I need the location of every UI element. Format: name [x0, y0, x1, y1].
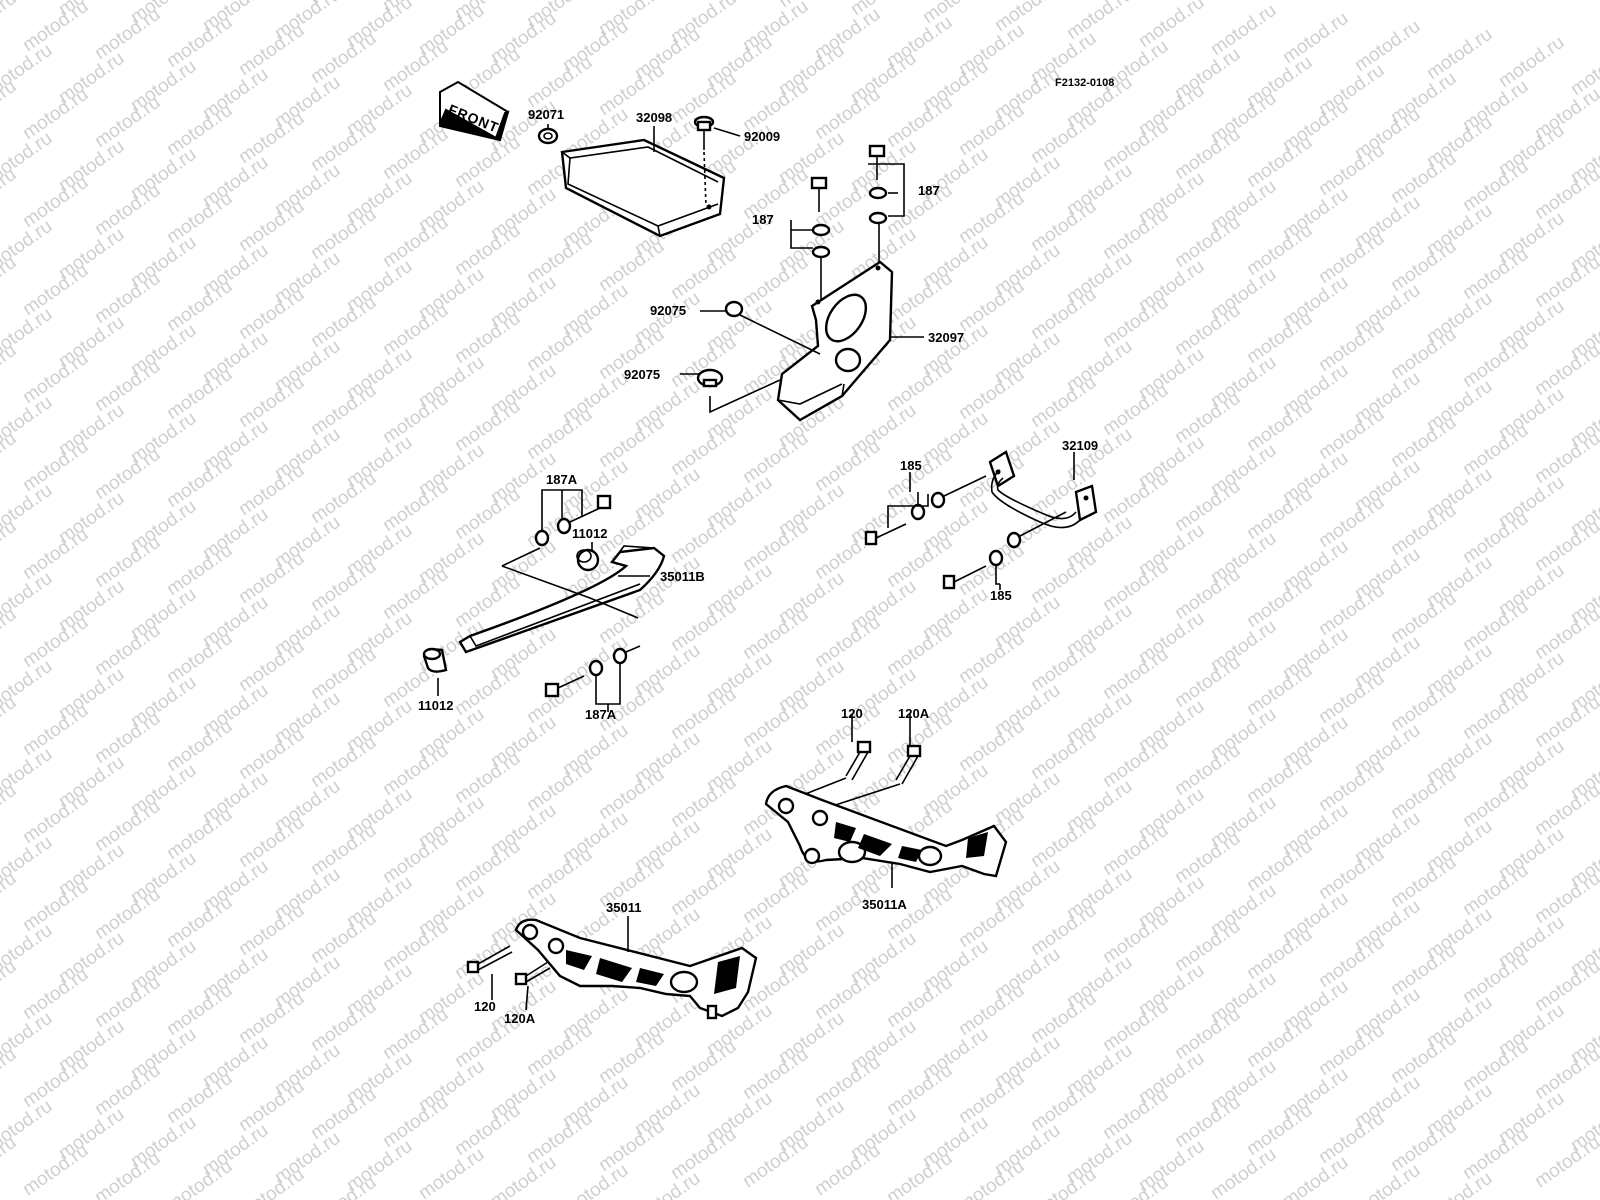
nut-92071	[537, 127, 559, 145]
rail-35011B	[458, 545, 666, 654]
callout-187A-top: 187A	[546, 472, 578, 487]
callout-92071: 92071	[528, 107, 565, 122]
bolt-set-185-bottom	[942, 511, 1067, 590]
callout-11012-bottom: 11012	[418, 698, 454, 713]
bar-32109	[988, 450, 1098, 529]
callout-120-top: 120	[841, 706, 863, 721]
front-arrow-icon	[439, 80, 510, 142]
bolt-120-top	[845, 740, 872, 781]
bolt-set-187A-top	[534, 494, 612, 547]
footrest-bracket-35011	[514, 918, 758, 1020]
callout-92075-top: 92075	[650, 303, 687, 318]
callout-187A-bottom: 187A	[585, 707, 617, 722]
bolt-set-187-left	[810, 176, 831, 300]
bolt-120A-bottom	[514, 961, 551, 986]
callout-32098: 32098	[636, 110, 673, 125]
callout-32097: 32097	[928, 330, 965, 345]
callout-92075-bottom: 92075	[624, 367, 661, 382]
leader-lines	[437, 124, 1075, 1011]
diagram-code: F2132-0108	[1055, 77, 1115, 89]
bolt-set-187-right	[868, 144, 888, 262]
callout-35011A: 35011A	[862, 897, 907, 912]
callout-35011B: 35011B	[660, 569, 705, 584]
grommet-92075-top	[724, 300, 744, 318]
callout-32109: 32109	[1062, 438, 1099, 453]
callout-120A-top: 120A	[898, 706, 930, 721]
callout-92009: 92009	[744, 129, 781, 144]
callout-120A-bottom: 120A	[504, 1011, 536, 1026]
bolt-120A-top	[895, 744, 922, 785]
bolt-set-185-top	[864, 475, 987, 546]
grommet-92075-bottom	[696, 368, 724, 388]
callout-185-top: 185	[900, 458, 922, 473]
callout-35011: 35011	[606, 900, 642, 915]
bolt-120-bottom	[466, 945, 513, 974]
callout-187-left: 187	[752, 212, 774, 227]
bushing-11012-top	[576, 548, 600, 572]
callout-11012-top: 11012	[572, 526, 608, 541]
bracket-32097	[776, 260, 894, 422]
bolt-92009	[693, 115, 715, 207]
bushing-11012-bottom	[422, 647, 448, 673]
tray-32098	[560, 138, 726, 238]
callout-185-bottom: 185	[990, 588, 1012, 603]
callout-187-right: 187	[918, 183, 940, 198]
callout-120-bottom: 120	[474, 999, 496, 1014]
bolt-set-187A-bottom	[544, 645, 641, 698]
footrest-bracket-35011A	[764, 784, 1008, 878]
